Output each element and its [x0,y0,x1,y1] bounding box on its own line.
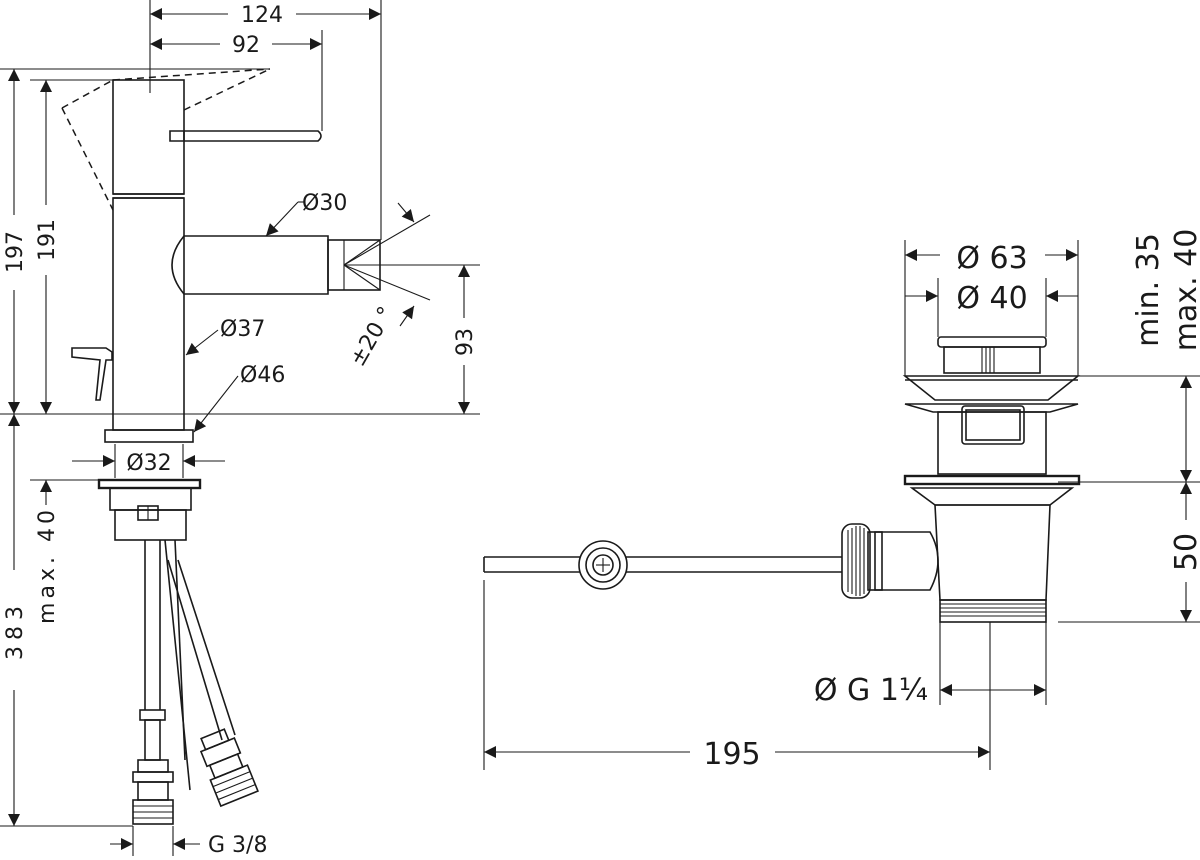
dim-dia-30: Ø30 [302,191,347,216]
dim-g-3-8: G 3/8 [208,833,267,858]
dim-93: 93 [453,328,478,356]
dim-max-40: max. 40 [35,506,60,624]
bidet-mixer-drawing: 124 92 197 191 383 max. 40 93 Ø30 Ø37 Ø4… [0,0,480,858]
dim-max-40-waste: max. 40 [1169,229,1200,352]
dim-g-1-1-4: Ø G 1¼ [814,673,928,708]
dim-191: 191 [35,219,60,261]
dim-50: 50 [1169,533,1200,571]
dim-angle: ±20 ° [345,303,399,371]
dim-min-35: min. 35 [1131,233,1166,347]
dim-dia-40: Ø 40 [956,281,1027,316]
dim-dia-46: Ø46 [240,363,285,388]
dim-92: 92 [232,33,260,58]
dim-197: 197 [3,231,28,273]
dim-dia-32: Ø32 [126,451,171,476]
dim-dia-37: Ø37 [220,317,265,342]
dim-dia-63: Ø 63 [956,241,1027,276]
dim-195: 195 [703,737,760,772]
waste-valve-drawing: Ø 63 Ø 40 min. 35 max. 40 50 Ø G 1¼ 195 [483,229,1200,772]
dim-124: 124 [241,3,283,28]
dim-383: 383 [3,600,28,660]
